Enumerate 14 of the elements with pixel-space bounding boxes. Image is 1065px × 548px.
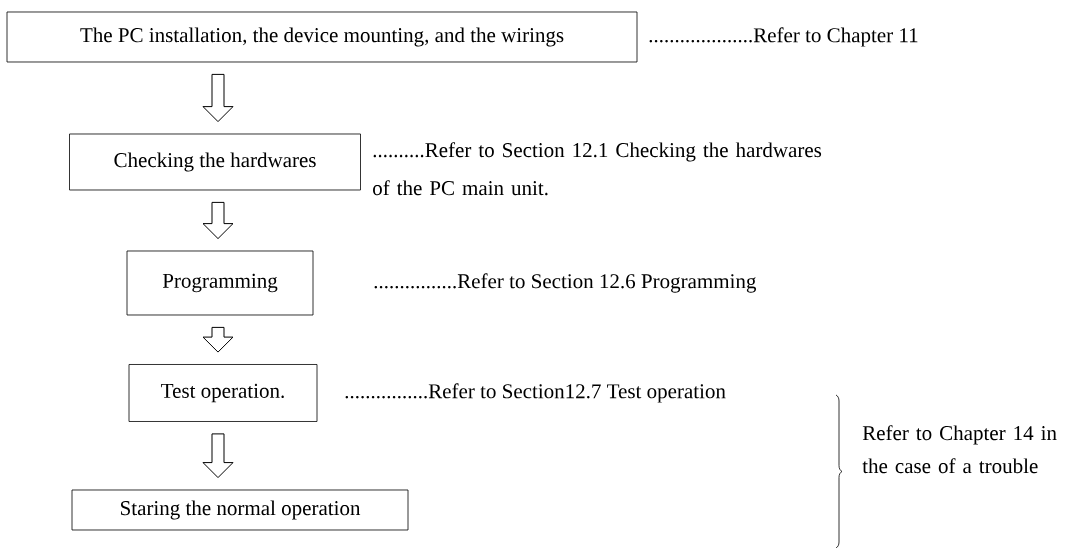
block-arrow xyxy=(202,326,234,353)
block-arrow xyxy=(202,433,234,479)
process-box: Programming xyxy=(126,250,314,316)
reference-note: Refer to Chapter 14 in the case of a trouble xyxy=(862,425,1057,474)
process-box: The PC installation, the device mounting, and the wirings xyxy=(6,11,638,63)
reference-note: ................Refer to Section 12.6 Programming xyxy=(374,273,757,293)
process-box: Staring the normal operation xyxy=(71,489,409,531)
reference-note: ..........Refer to Section 12.1 Checking the hardwares of the PC main unit. xyxy=(373,142,822,196)
block-arrow xyxy=(202,201,234,240)
process-box: Checking the hardwares xyxy=(69,133,361,191)
process-box: Test operation. xyxy=(128,364,318,422)
reference-note: ....................Refer to Chapter 11 xyxy=(649,27,918,47)
reference-note: ................Refer to Section12.7 Test operation xyxy=(345,383,726,403)
block-arrow xyxy=(202,73,234,123)
